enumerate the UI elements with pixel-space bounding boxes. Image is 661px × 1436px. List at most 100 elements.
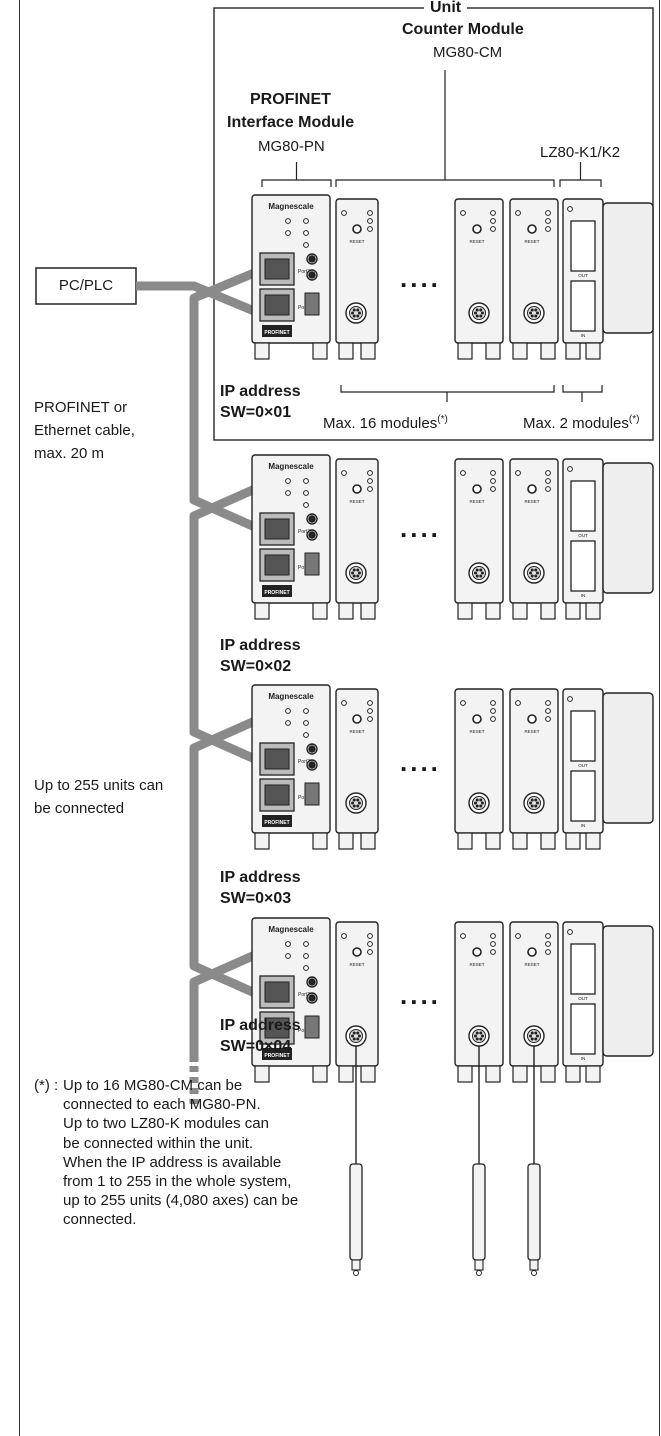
unit4-reset-c — [527, 947, 537, 957]
unit2-led — [545, 470, 551, 476]
unit1-sensor-port-a-inner — [349, 306, 363, 320]
unit4-sensor-port-c-pin — [536, 1034, 539, 1038]
unit3-reset-a — [352, 714, 362, 724]
unit1-led — [490, 210, 496, 216]
unit4-led — [515, 933, 521, 939]
unit3-sensor-port-a-pin — [351, 801, 354, 805]
cable-unit2-to-unit3 — [189, 479, 268, 769]
unit2-cm-module-b-foot-l — [457, 602, 473, 620]
unit4-sensor-port-b-pin — [475, 1031, 479, 1035]
unit2-sensor-port-c-pin — [530, 574, 534, 578]
unit-label: Unit — [424, 0, 468, 18]
unit2-brand-text: Magnescale — [268, 462, 314, 471]
unit3-cm-module-a: RESET — [335, 688, 379, 850]
unit2-sensor-port-b-pin — [479, 568, 483, 572]
unit1-port1-inner — [264, 294, 290, 316]
unit1-port1-text: Port1 — [298, 305, 310, 311]
unit2-led — [367, 478, 373, 484]
unit4-sensor-port-c-inner — [527, 1029, 541, 1043]
unit3-led — [285, 720, 291, 726]
unit2-lz-module-foot-r — [585, 602, 601, 620]
unit4-sensor-port-b-pin — [474, 1034, 477, 1038]
unit3-sensor-port-b-inner — [472, 796, 486, 810]
unit4-in-connector — [570, 1003, 596, 1055]
cable-unit3-to-unit4 — [189, 711, 268, 1003]
unit4-led — [367, 933, 373, 939]
unit3-led — [490, 708, 496, 714]
unit2-dial-b-pin — [311, 531, 315, 535]
footnote-line: Up to 16 MG80-CM can be — [63, 1077, 243, 1094]
unit3-sensor-port-c-pin — [534, 798, 538, 802]
unit2-sensor-port-c-pin — [534, 574, 538, 578]
unit4-pn-module-foot-l — [254, 1065, 270, 1083]
unit3-out-connector — [570, 710, 596, 762]
unit3-led — [303, 720, 309, 726]
unit4-sensor-port-b-pin — [479, 1037, 483, 1041]
unit3-led — [567, 696, 573, 702]
unit3-sensor-port-a-pin — [358, 801, 361, 805]
unit2-cm-module-b-body — [454, 458, 504, 604]
unit2-lz-module-foot-l — [565, 602, 581, 620]
unit4-profinet-logo — [262, 1048, 292, 1060]
unit2-led — [490, 470, 496, 476]
unit4-probe-a — [349, 1046, 363, 1276]
unit1-sensor-port-a-pin — [352, 314, 356, 318]
unit3-sensor-port-c-inner — [527, 796, 541, 810]
unit2-cm-module-c-foot-r — [540, 602, 556, 620]
unit3-profinet-logo-text: PROFINET — [264, 820, 289, 826]
unit1-cm-module-b-foot-l — [457, 342, 473, 360]
unit1-dial-b-pin — [311, 271, 315, 275]
unit2-sensor-port-c-pin — [536, 571, 539, 575]
interface-module-title-2: Interface Module — [227, 114, 355, 131]
unit1-sensor-port-c-pin — [530, 314, 534, 318]
unit3-pn-module-foot-l — [254, 832, 270, 850]
unit2-led — [545, 478, 551, 484]
unit4-port2-text: Port2 — [298, 992, 310, 998]
page-frame — [19, 0, 660, 1436]
unit1-led — [303, 230, 309, 236]
unit3-cm-module-c: RESET — [509, 688, 559, 850]
unit1-sensor-port-a-pin — [358, 311, 361, 315]
unit4-in-text: IN — [581, 1056, 586, 1061]
unit3-led — [545, 708, 551, 714]
unit4-sensor-port-b-pin — [475, 1037, 479, 1041]
unit1-reset-a — [352, 224, 362, 234]
unit3-cm-module-b-foot-r — [485, 832, 501, 850]
max-cm-label: Max. 16 modules(*) — [323, 414, 448, 433]
lz-module-model: LZ80-K1/K2 — [540, 144, 621, 161]
unit4-pn-module-foot-r — [312, 1065, 328, 1083]
unit1-sensor-port-a-pin — [356, 308, 360, 312]
unit3-cm-module-b: RESET — [454, 688, 504, 850]
footnote-line: be connected within the unit. — [63, 1134, 254, 1152]
unit2-profinet-logo — [262, 585, 292, 597]
unit4-cm-module-b: RESET — [454, 921, 504, 1083]
unit1-led — [545, 226, 551, 232]
footnote-line: from 1 to 255 in the whole system, — [63, 1173, 292, 1191]
unit1-port2-inner — [264, 258, 290, 280]
cable-note-1: PROFINET or — [34, 399, 128, 416]
unit1-led — [367, 210, 373, 216]
unit2-out-connector — [570, 480, 596, 532]
unit1-sensor-port-c-inner — [527, 306, 541, 320]
unit4-lz-side — [602, 925, 654, 1057]
unit4-sensor-port-a-pin — [356, 1031, 360, 1035]
unit1-cm-module-c: RESET — [509, 198, 559, 360]
unit1-reset-b — [472, 224, 482, 234]
pn-bracket — [261, 179, 332, 187]
cable-note-2: Ethernet cable, — [34, 422, 135, 439]
unit1-sensor-port-a-pin — [351, 311, 354, 315]
unit3-sensor-port-b-pin — [474, 801, 477, 805]
unit4-port1-text: Port1 — [298, 1028, 310, 1034]
unit3-reset-text: RESET — [349, 729, 364, 734]
unit1-sensor-port-c-pin — [534, 308, 538, 312]
unit4-cm-module-b-foot-r — [485, 1065, 501, 1083]
unit3-terminal — [304, 782, 320, 806]
lz-max-bracket — [562, 385, 603, 393]
unit4-cm-module-a: RESET — [335, 921, 379, 1083]
unit1-cm-module-b-foot-r — [485, 342, 501, 360]
